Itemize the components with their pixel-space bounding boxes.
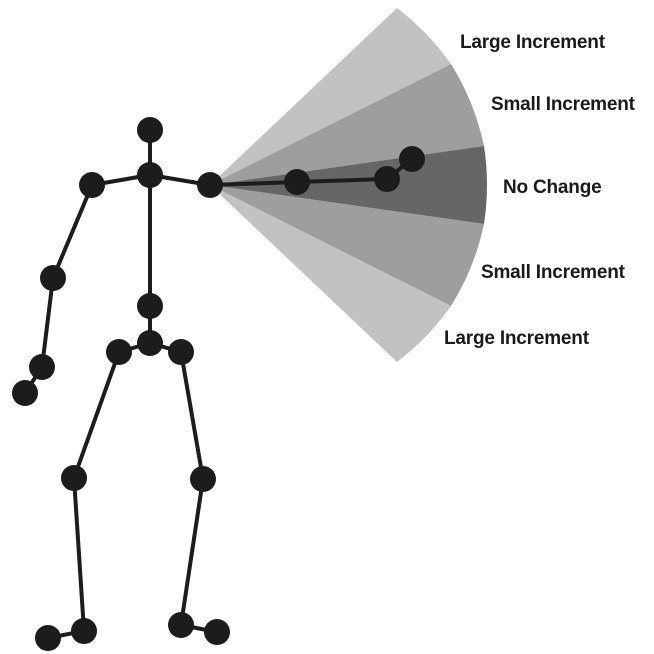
joint-right-elbow <box>284 169 310 195</box>
bone-right-thigh <box>179 350 205 481</box>
zone-small-increment-lower <box>210 185 484 306</box>
bone-right-shin <box>179 477 205 627</box>
label-large-increment-lower: Large Increment <box>444 328 590 349</box>
joint-left-hand <box>12 380 38 406</box>
joint-right-wrist <box>374 166 400 192</box>
joint-right-hand <box>399 146 425 172</box>
joint-left-knee <box>61 465 87 491</box>
joint-right-knee <box>190 466 216 492</box>
zone-large-increment-lower <box>210 185 451 362</box>
bone-right-upper-arm <box>208 180 299 187</box>
bone-left-forearm <box>40 276 55 369</box>
joint-right-shoulder <box>197 172 223 198</box>
joint-left-ankle <box>71 618 97 644</box>
skeleton-joints <box>12 117 425 651</box>
label-no-change: No Change <box>503 177 601 198</box>
zone-labels: Large Increment Small Increment No Chang… <box>444 32 636 349</box>
joint-right-hip <box>168 339 194 365</box>
label-large-increment-upper: Large Increment <box>460 32 606 53</box>
joint-left-elbow <box>40 265 66 291</box>
bone-left-upper-arm <box>51 183 94 280</box>
bone-left-shin <box>72 476 86 633</box>
joint-shoulder-center <box>137 162 163 188</box>
bone-right-forearm <box>295 177 389 184</box>
label-small-increment-upper: Small Increment <box>491 94 636 115</box>
joint-head <box>137 117 163 143</box>
bone-left-thigh <box>72 350 121 480</box>
joint-right-ankle <box>168 612 194 638</box>
joint-right-foot <box>204 619 230 645</box>
joint-hip-center <box>137 330 163 356</box>
joint-left-hip <box>106 339 132 365</box>
joint-left-wrist <box>29 354 55 380</box>
joint-spine <box>137 293 163 319</box>
label-small-increment-lower: Small Increment <box>481 262 626 283</box>
zone-large-increment-upper <box>210 8 451 185</box>
joint-left-shoulder <box>79 172 105 198</box>
joint-left-foot <box>35 625 61 651</box>
